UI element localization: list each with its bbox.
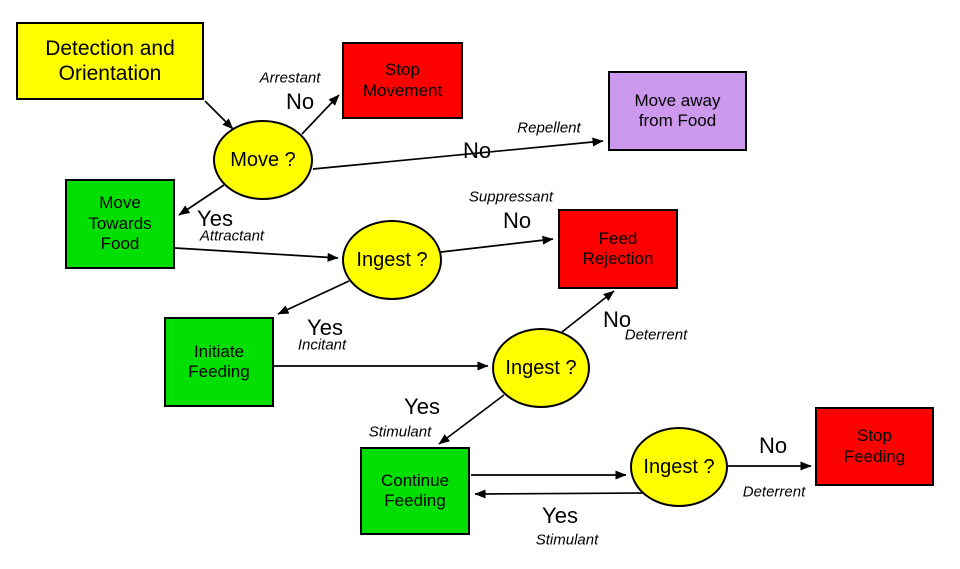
arrow-ingest3-to-continue-feeding [474,489,647,499]
node-feed-rejection: Feed Rejection [558,209,678,289]
decision-ingest-3-label: Ingest ? [643,456,715,478]
edge-answer-deterrent-2-no: No [758,433,788,458]
node-feed-rejection-label: Feed Rejection [582,228,654,268]
edge-answer-repellent-no: No [462,138,492,163]
arrow-ingest2-to-feed-rejection [561,290,615,333]
edge-answer-attractant-yes: Yes [197,206,233,231]
arrow-move-to-move-away [312,137,604,170]
node-stop-movement: Stop Movement [342,42,463,119]
decision-ingest-2: Ingest ? [492,328,590,408]
arrow-ingest2-to-continue-feeding [438,394,505,445]
edge-qualifier-stimulant-2: Stimulant [535,531,599,549]
node-detection-orientation: Detection and Orientation [16,22,204,100]
decision-ingest-1: Ingest ? [342,220,442,300]
edge-qualifier-attractant: Attractant [199,227,265,245]
node-stop-feeding: Stop Feeding [815,407,934,486]
edge-qualifier-suppressant: Suppressant [468,188,554,206]
node-move-towards-food: Move Towards Food [65,179,175,269]
node-initiate-feeding: Initiate Feeding [164,317,274,407]
edge-qualifier-deterrent-1: Deterrent [624,326,688,344]
node-continue-feeding-label: Continue Feeding [380,470,450,510]
edge-answer-arrestant-no: No [285,89,315,114]
decision-ingest-3: Ingest ? [630,427,728,507]
edge-qualifier-arrestant: Arrestant [259,69,321,87]
edge-qualifier-incitant: Incitant [297,336,347,354]
node-detection-orientation-label: Detection and Orientation [45,36,175,85]
node-continue-feeding: Continue Feeding [360,447,470,535]
arrow-ingest1-to-feed-rejection [440,235,554,253]
decision-move-label: Move ? [230,149,296,171]
node-move-away-from-food-label: Move away from Food [634,90,721,130]
edge-qualifier-stimulant-1: Stimulant [368,423,432,441]
node-move-away-from-food: Move away from Food [608,71,747,151]
arrow-detection-to-move [204,100,234,130]
edge-answer-incitant-yes: Yes [307,315,343,340]
edge-answer-stimulant-1-yes: Yes [404,394,440,419]
decision-move: Move ? [213,120,313,200]
edge-answer-suppressant-no: No [502,208,532,233]
node-initiate-feeding-label: Initiate Feeding [188,341,250,381]
edge-qualifier-repellent: Repellent [517,119,581,137]
node-move-towards-food-label: Move Towards Food [88,193,152,254]
decision-ingest-1-label: Ingest ? [356,249,428,271]
node-stop-movement-label: Stop Movement [362,60,443,100]
decision-ingest-2-label: Ingest ? [505,357,577,379]
node-stop-feeding-label: Stop Feeding [843,426,906,466]
arrow-move-towards-to-ingest1 [174,247,339,262]
arrow-move-to-stop-movement [301,94,340,135]
edge-answer-stimulant-2-yes: Yes [542,503,578,528]
arrow-ingest1-to-initiate-feeding [277,280,350,315]
edge-qualifier-deterrent-2: Deterrent [742,483,806,501]
arrow-move-to-move-towards [178,184,225,216]
edge-answer-deterrent-1-no: No [602,307,632,332]
